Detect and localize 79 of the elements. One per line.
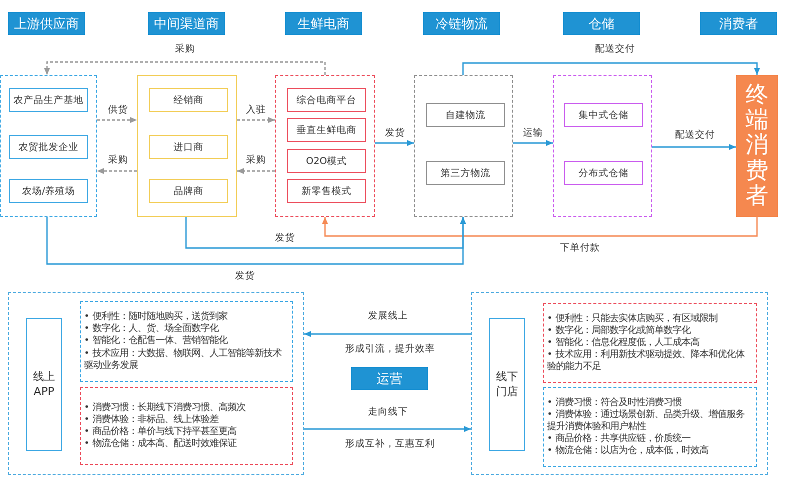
arrow: [652, 144, 736, 150]
edge-label: 供货: [106, 104, 130, 116]
edge-label: 走向线下: [366, 406, 410, 418]
arrow: [237, 168, 275, 174]
edge-label: 采购: [244, 154, 268, 166]
edge-label: 发货: [273, 232, 297, 244]
edge-label: 运输: [521, 126, 545, 140]
arrow: [462, 62, 760, 75]
section-header: 仓储: [563, 12, 640, 35]
section-header: 中间渠道商: [148, 12, 225, 35]
arrow: [46, 217, 466, 265]
edge-label: 下单付款: [558, 242, 602, 254]
category-box: 农产品生产基地: [9, 88, 88, 112]
section-header: 生鲜电商: [285, 12, 362, 35]
bullet-item: • 便利性：随时随地购买，送货到家: [84, 311, 228, 323]
info-panel: [80, 387, 293, 465]
note-text: 形成互补，互惠互利: [343, 438, 437, 450]
info-panel: [543, 303, 757, 383]
category-box: 品牌商: [149, 179, 228, 203]
edge-label: 采购: [173, 42, 197, 56]
bullet-item: • 物流仓储：以店为仓，成本低，时效高: [547, 445, 710, 458]
bullet-item: • 数字化：人、货、场全面数字化: [84, 323, 220, 335]
category-box: 垂直生鲜电商: [287, 118, 366, 142]
bullet-item: • 智能化：信息化程度低，人工成本高: [547, 336, 700, 349]
group-box: [137, 75, 237, 217]
edge-label: 入驻: [244, 104, 268, 116]
arrow: [304, 331, 471, 337]
arrow: [513, 140, 553, 146]
bullet-item: • 消费习惯：符合及时性消费习惯: [547, 396, 683, 409]
channel-label-box: 线上APP: [26, 318, 62, 451]
channel-panel: [471, 292, 768, 475]
bullet-item: • 技术应用：利用新技术驱动提效、降本和优化体验的能力不足: [547, 349, 746, 374]
bullet-item: • 技术应用：大数据、物联网、人工智能等新技术驱动业务发展: [84, 348, 283, 372]
operation-badge: 运营: [351, 367, 428, 390]
bullet-item: • 消费习惯：长期线下消费习惯、高频次: [84, 402, 246, 414]
bullet-item: • 商品价格：共享供应链，价质统一: [547, 433, 692, 445]
edge-label: 配送交付: [593, 42, 637, 56]
info-panel: [80, 301, 293, 382]
bullet-item: • 智能化：仓配售一体、营销智能化: [84, 335, 229, 348]
category-box: 第三方物流: [426, 161, 505, 185]
section-header: 冷链物流: [423, 12, 500, 35]
arrow: [44, 61, 326, 75]
category-box: 农场/养殖场: [9, 179, 88, 203]
arrow: [237, 117, 275, 123]
category-box: 分布式仓储: [564, 161, 643, 185]
group-box: [414, 75, 513, 217]
note-text: 形成引流，提升效率: [343, 342, 437, 356]
bullet-item: • 消费体验：非标品、线上体验差: [84, 414, 220, 426]
edge-label: 采购: [106, 154, 130, 166]
group-box: [275, 75, 375, 217]
category-box: 经销商: [149, 88, 228, 112]
category-box: 新零售模式: [287, 179, 366, 203]
category-box: 综合电商平台: [287, 88, 366, 112]
edge-label: 发货: [383, 126, 407, 140]
channel-panel: [8, 292, 304, 475]
bullet-item: • 物流仓储：成本高、配送时效难保证: [84, 438, 238, 450]
category-box: 集中式仓储: [564, 103, 643, 127]
section-header: 消费者: [700, 12, 777, 35]
arrow: [322, 217, 758, 237]
category-box: 农贸批发企业: [9, 135, 88, 159]
category-box: O2O模式: [287, 149, 366, 173]
info-panel: [543, 387, 757, 467]
arrow: [304, 426, 471, 432]
arrow: [375, 140, 414, 146]
category-box: 进口商: [149, 135, 228, 159]
arrow: [97, 117, 137, 123]
bullet-item: • 便利性：只能去实体店购买，有区域限制: [547, 312, 718, 325]
edge-label: 发货: [233, 270, 257, 282]
group-box: [553, 75, 652, 217]
edge-label: 发展线上: [366, 310, 410, 322]
category-box: 自建物流: [426, 103, 505, 127]
edge-label: 配送交付: [673, 128, 717, 142]
section-header: 上游供应商: [8, 12, 85, 35]
bullet-item: • 商品价格：单价与线下持平甚至更高: [84, 426, 238, 438]
group-box: [0, 75, 97, 217]
arrow: [97, 168, 137, 174]
channel-label-box: 线下门店: [489, 318, 525, 451]
bullet-item: • 消费体验：通过场景创新、品类升级、增值服务提升消费体验和用户粘性: [547, 408, 746, 433]
bullet-item: • 数字化：局部数字化或简单数字化: [547, 324, 692, 337]
